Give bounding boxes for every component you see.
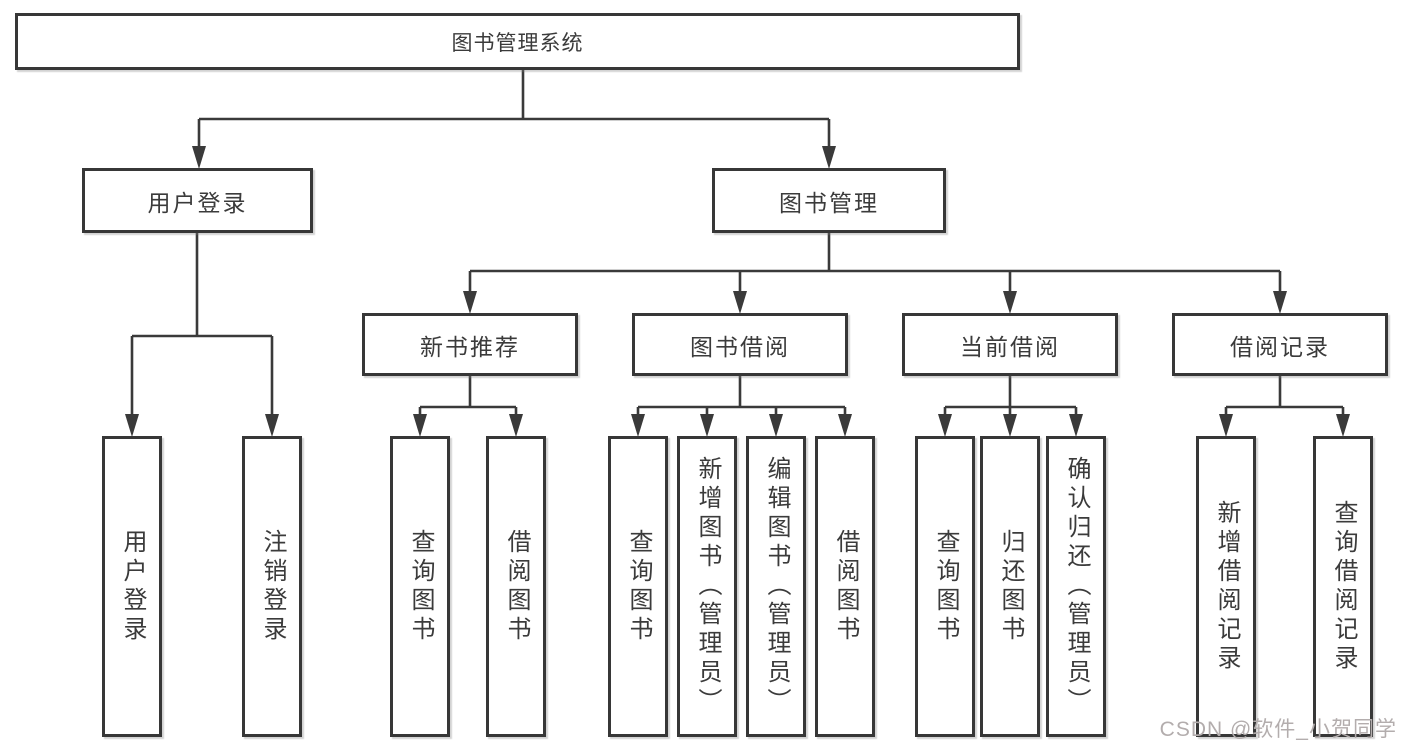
node-borrowing-records-label: 借阅记录 bbox=[1230, 333, 1330, 360]
leaf-add-books-admin: 新增图书（管理员） bbox=[677, 436, 737, 737]
leaf-query-borrow-record-label: 查询借阅记录 bbox=[1330, 499, 1357, 674]
leaf-query-borrow-record: 查询借阅记录 bbox=[1313, 436, 1373, 737]
leaf-borrow-books-2: 借阅图书 bbox=[815, 436, 875, 737]
node-current-borrowing: 当前借阅 bbox=[902, 313, 1118, 376]
leaf-logout: 注销登录 bbox=[242, 436, 302, 737]
leaf-query-books-1-label: 查询图书 bbox=[407, 528, 434, 645]
leaf-query-books-2: 查询图书 bbox=[608, 436, 668, 737]
leaf-borrow-books-1: 借阅图书 bbox=[486, 436, 546, 737]
leaf-edit-books-admin-label: 编辑图书（管理员） bbox=[763, 456, 790, 717]
leaf-return-books-label: 归还图书 bbox=[997, 528, 1024, 645]
leaf-confirm-return-label: 确认归还（管理员） bbox=[1063, 456, 1090, 717]
leaf-add-books-admin-label: 新增图书（管理员） bbox=[694, 456, 721, 717]
leaf-borrow-books-2-label: 借阅图书 bbox=[832, 528, 859, 645]
node-book-borrowing-label: 图书借阅 bbox=[690, 333, 790, 360]
leaf-add-borrow-record: 新增借阅记录 bbox=[1196, 436, 1256, 737]
leaf-query-books-3: 查询图书 bbox=[915, 436, 975, 737]
leaf-confirm-return: 确认归还（管理员） bbox=[1046, 436, 1106, 737]
node-user-login: 用户登录 bbox=[82, 168, 313, 233]
leaf-user-login: 用户登录 bbox=[102, 436, 162, 737]
node-new-book-recommend-label: 新书推荐 bbox=[420, 333, 520, 360]
leaf-query-books-2-label: 查询图书 bbox=[625, 528, 652, 645]
connector-arrowheads bbox=[125, 146, 1350, 437]
leaf-logout-label: 注销登录 bbox=[259, 528, 286, 645]
leaf-query-books-1: 查询图书 bbox=[390, 436, 450, 737]
node-user-login-label: 用户登录 bbox=[147, 189, 248, 216]
node-current-borrowing-label: 当前借阅 bbox=[960, 333, 1060, 360]
csdn-watermark: CSDN @软件_小贺同学 bbox=[1159, 718, 1397, 741]
node-borrowing-records: 借阅记录 bbox=[1172, 313, 1388, 376]
leaf-borrow-books-1-label: 借阅图书 bbox=[503, 528, 530, 645]
leaf-query-books-3-label: 查询图书 bbox=[932, 528, 959, 645]
node-root: 图书管理系统 bbox=[15, 13, 1020, 70]
node-new-book-recommend: 新书推荐 bbox=[362, 313, 578, 376]
leaf-return-books: 归还图书 bbox=[980, 436, 1040, 737]
leaf-add-borrow-record-label: 新增借阅记录 bbox=[1213, 499, 1240, 674]
node-book-management: 图书管理 bbox=[712, 168, 946, 233]
node-root-label: 图书管理系统 bbox=[451, 31, 584, 55]
leaf-user-login-label: 用户登录 bbox=[119, 528, 146, 645]
node-book-borrowing: 图书借阅 bbox=[632, 313, 848, 376]
leaf-edit-books-admin: 编辑图书（管理员） bbox=[746, 436, 806, 737]
node-book-management-label: 图书管理 bbox=[779, 189, 879, 216]
